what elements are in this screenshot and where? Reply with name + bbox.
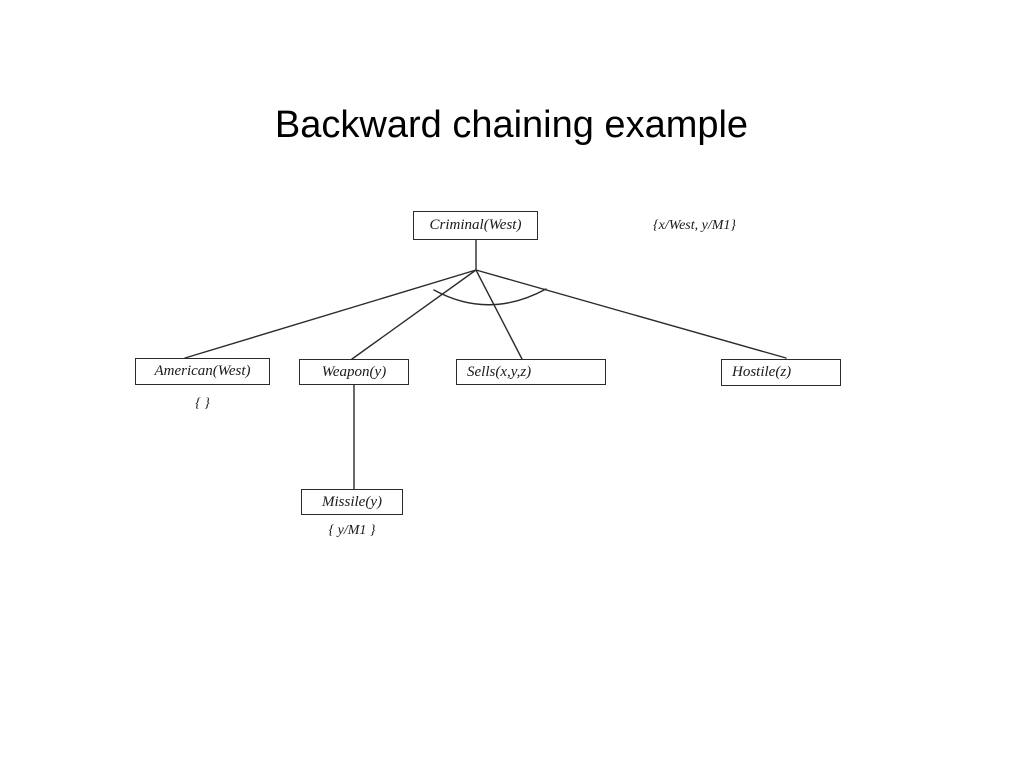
node-american[interactable]: American(West) <box>135 358 270 385</box>
substitution-root: {x/West, y/M1} <box>653 218 736 233</box>
substitution-missile: { y/M1 } <box>328 523 376 538</box>
node-criminal[interactable]: Criminal(West) <box>413 211 538 240</box>
page-title: Backward chaining example <box>274 104 749 146</box>
edge-criminal-to-american <box>184 269 477 359</box>
edge-criminal-to-weapon <box>351 269 477 360</box>
node-sells[interactable]: Sells(x,y,z) <box>456 359 606 385</box>
edge-criminal-to-hostile <box>475 269 787 359</box>
node-missile[interactable]: Missile(y) <box>301 489 403 515</box>
edge-criminal-to-sells <box>475 269 523 360</box>
substitution-american: { } <box>195 396 210 411</box>
node-hostile[interactable]: Hostile(z) <box>721 359 841 386</box>
and-arc <box>433 288 547 306</box>
node-weapon[interactable]: Weapon(y) <box>299 359 409 385</box>
